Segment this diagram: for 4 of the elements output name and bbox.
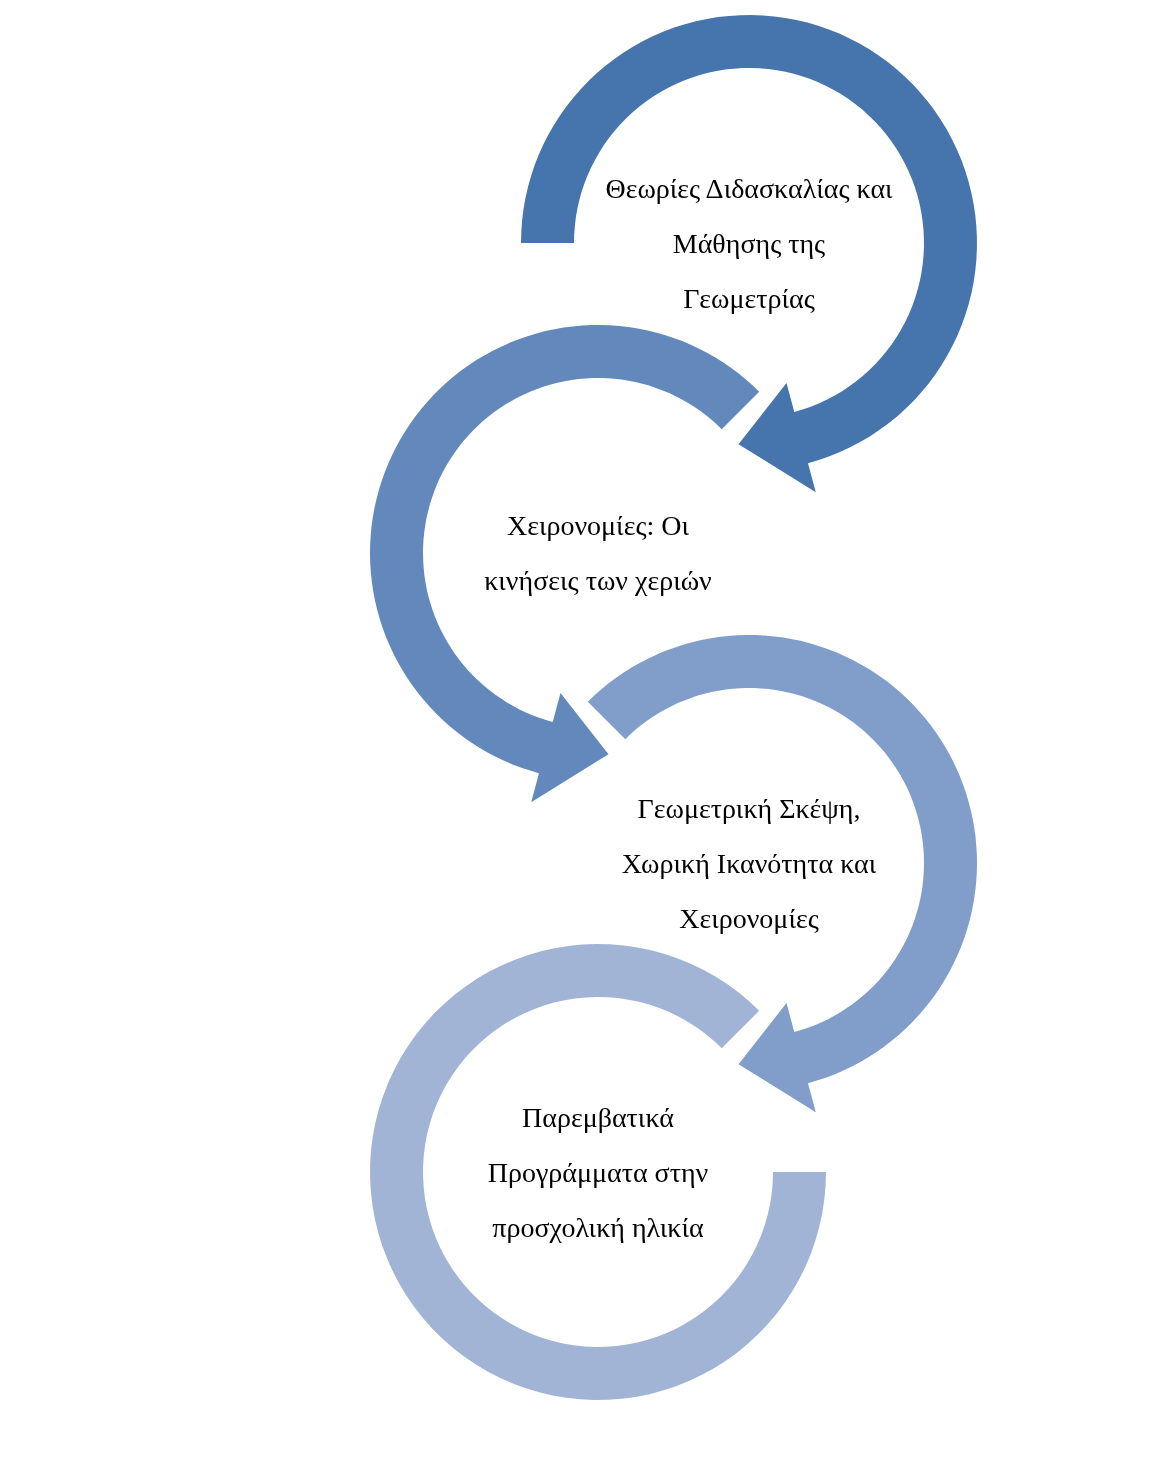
- step-text: Θεωρίες Διδασκαλίας και Μάθησης της Γεωμετρίας: [604, 171, 894, 316]
- step-text: Γεωμετρική Σκέψη, Χωρική Ικανότητα και Χειρονομίες: [620, 791, 878, 936]
- step-text: Παρεμβατικά Προγράμματα στην προσχολική ηλικία: [486, 1100, 710, 1245]
- step-text: Χειρονομίες: Οι κινήσεις των χεριών: [483, 509, 713, 598]
